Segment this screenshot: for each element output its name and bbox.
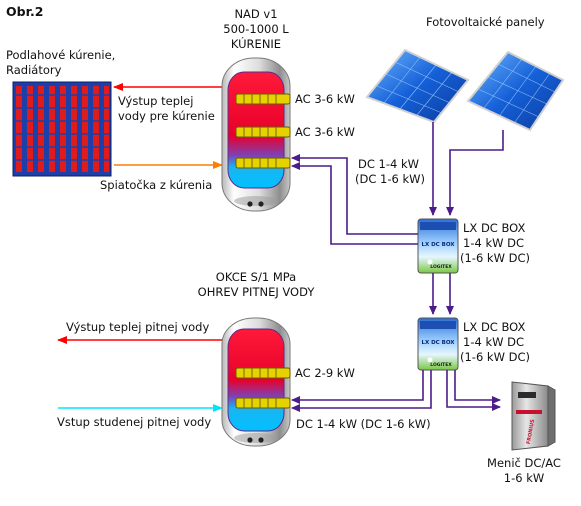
hot-water-outlet-label: Výstup teplej pitnej vody [66, 320, 210, 334]
dc-box-bottom-label-line2: 1-4 kW DC [463, 335, 525, 349]
water-element-ac-icon [235, 367, 291, 379]
radiator-label-line2: Radiátory [6, 63, 62, 77]
dc-wiring-top-tank [291, 154, 418, 245]
inverter-icon: FRONIUS [511, 381, 556, 451]
dc-box-bottom-icon: LX DC BOX LOGITEX [417, 317, 459, 371]
dc-box-top-icon: LX DC BOX LOGITEX [417, 218, 459, 274]
radiator-label-line1: Podlahové kúrenie, [6, 48, 116, 62]
tank-top-ac1-label: AC 3-6 kW [295, 92, 355, 106]
dc-wiring-box-to-box [429, 273, 454, 315]
heating-element-ac2-icon [235, 126, 291, 138]
pv-wiring [429, 122, 504, 216]
tank-bottom-dc-label: DC 1-4 kW (DC 1-6 kW) [296, 417, 431, 431]
dc-box-top-label-line2: 1-4 kW DC [463, 236, 525, 250]
dc-box-top-brand-text: LOGITEX [430, 264, 452, 270]
inverter-brand-text: FRONIUS [526, 418, 536, 444]
tank-bottom-title-line2: OHREV PITNEJ VODY [197, 285, 315, 299]
heating-element-dc-icon [235, 157, 291, 169]
dc-wiring-bottom [291, 370, 501, 412]
inverter-label-line1: Menič DC/AC [487, 456, 561, 470]
tank-top-title-line3: KÚRENIE [230, 37, 282, 51]
dc-box-bottom-label-line3: (1-6 kW DC) [460, 350, 530, 364]
water-element-dc-icon [235, 397, 291, 409]
tank-top-dc-label-line2: (DC 1-6 kW) [355, 172, 425, 186]
cold-water-inlet-label: Vstup studenej pitnej vody [57, 415, 212, 429]
heating-element-ac1-icon [235, 93, 291, 105]
dc-box-top-device-text: LX DC BOX [421, 242, 455, 248]
tank-top-title-line2: 500-1000 L [223, 22, 289, 36]
tank-top-ac2-label: AC 3-6 kW [295, 125, 355, 139]
tank-top-title-line1: NAD v1 [234, 7, 278, 21]
figure-label: Obr.2 [6, 4, 44, 19]
tank-top-dc-label-line1: DC 1-4 kW [358, 157, 420, 171]
dc-box-top-label-line3: (1-6 kW DC) [460, 251, 530, 265]
tank-bottom-title-line1: OKCE S/1 MPa [215, 270, 297, 284]
inverter-label-line2: 1-6 kW [503, 471, 545, 485]
water-tank-icon [221, 317, 291, 447]
radiator-icon [12, 81, 112, 177]
pv-panel-left-icon [365, 48, 470, 124]
dc-box-bottom-device-text: LX DC BOX [421, 340, 455, 346]
tank-bottom-ac-label: AC 2-9 kW [295, 366, 355, 380]
heating-return-label: Spiatočka z kúrenia [100, 178, 213, 192]
pv-panels-label: Fotovoltaické panely [426, 15, 545, 29]
pv-panel-right-icon [466, 50, 565, 132]
heating-outlet-label-line2: vody pre kúrenie [118, 109, 215, 123]
dc-box-bottom-label-line1: LX DC BOX [463, 320, 526, 334]
dc-box-bottom-brand-text: LOGITEX [430, 362, 452, 368]
dc-box-top-label-line1: LX DC BOX [463, 221, 526, 235]
heating-outlet-label-line1: Výstup teplej [118, 94, 194, 108]
